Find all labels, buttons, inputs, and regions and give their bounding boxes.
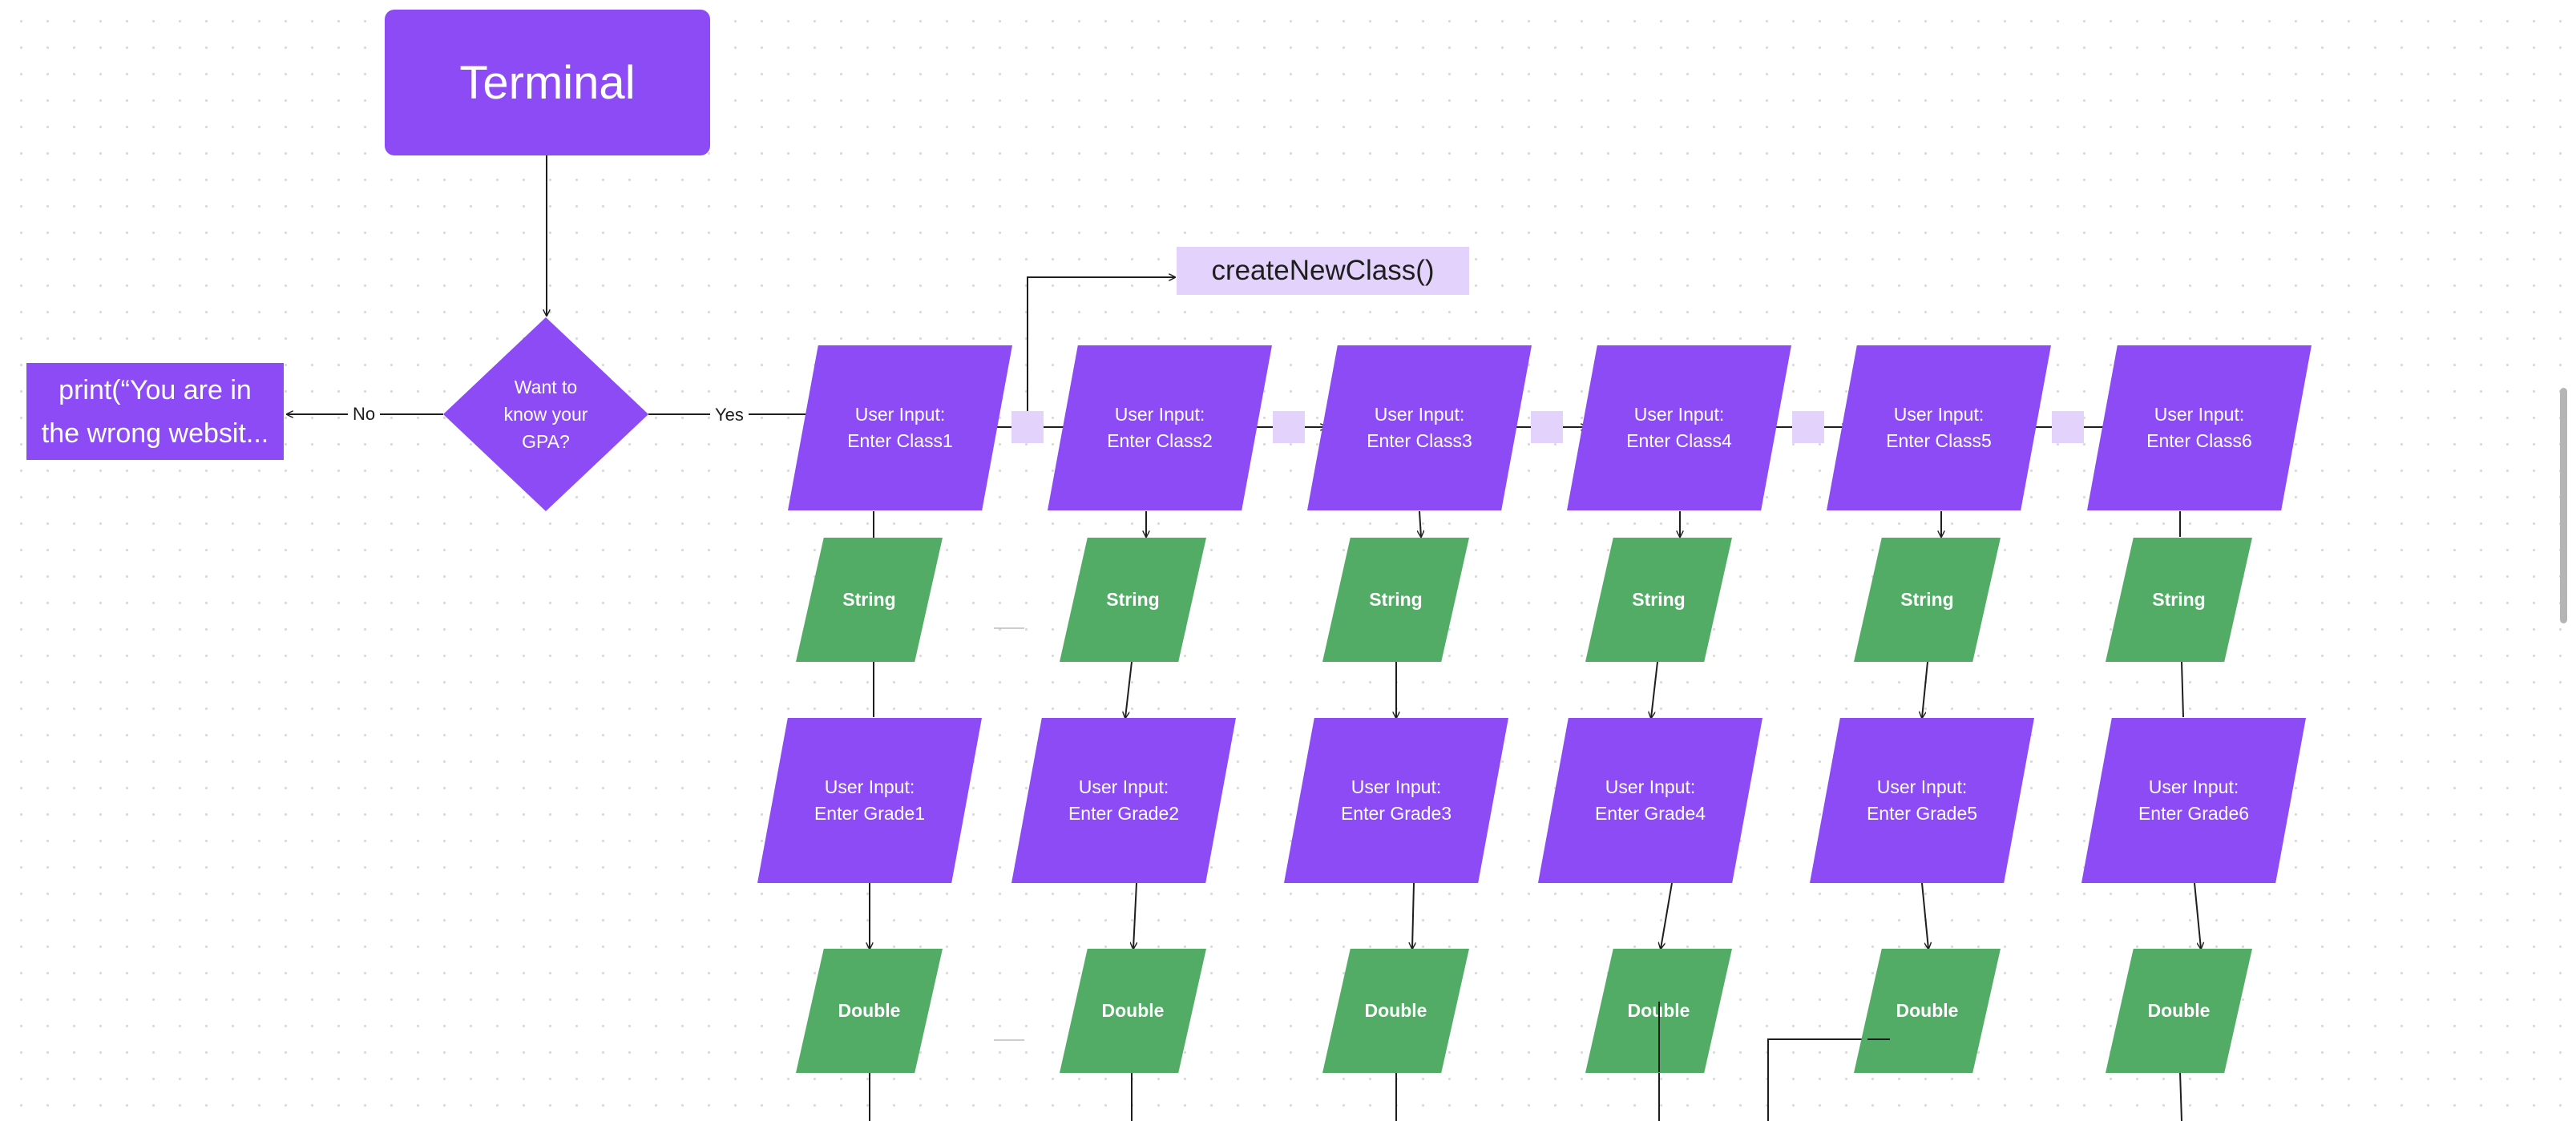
grade-input-4-label: User Input: Enter Grade4	[1594, 776, 1706, 824]
print-label: print(“You are in the wrong websit...	[41, 374, 269, 449]
class-input-5-label: User Input: Enter Class5	[1886, 404, 1992, 451]
grade-input-6-label: User Input: Enter Grade6	[2138, 776, 2250, 824]
class-input-6-label: User Input: Enter Class6	[2146, 404, 2252, 451]
grade-input-1[interactable]: User Input: Enter Grade1	[757, 718, 982, 883]
string-type-2[interactable]: String	[1060, 538, 1206, 662]
double-type-6[interactable]: Double	[2106, 949, 2252, 1073]
double-type-6-label: Double	[2147, 1000, 2211, 1021]
string-type-5-label: String	[1900, 589, 1954, 610]
class-input-3[interactable]: User Input: Enter Class3	[1307, 345, 1532, 510]
string-type-3-label: String	[1369, 589, 1423, 610]
string-type-1-label: String	[842, 589, 896, 610]
string-type-3[interactable]: String	[1322, 538, 1469, 662]
connector-square-3[interactable]	[1531, 411, 1563, 443]
double-type-1-label: Double	[838, 1000, 901, 1021]
vertical-scrollbar[interactable]	[2560, 388, 2567, 623]
string-type-5[interactable]: String	[1854, 538, 2001, 662]
class-input-3-label: User Input: Enter Class3	[1367, 404, 1472, 451]
connector-square-2[interactable]	[1273, 411, 1305, 443]
class-input-4-label: User Input: Enter Class4	[1626, 404, 1732, 451]
class-input-6[interactable]: User Input: Enter Class6	[2087, 345, 2312, 510]
create-new-class-node[interactable]: createNewClass()	[1177, 247, 1469, 295]
connector-square-4[interactable]	[1792, 411, 1824, 443]
double-type-5[interactable]: Double	[1854, 949, 2001, 1073]
grade-input-5-label: User Input: Enter Grade5	[1866, 776, 1978, 824]
terminal-label: Terminal	[459, 56, 636, 109]
double-type-2[interactable]: Double	[1060, 949, 1206, 1073]
double-type-1[interactable]: Double	[796, 949, 943, 1073]
string-type-4-label: String	[1632, 589, 1686, 610]
terminal-node[interactable]: Terminal	[385, 10, 710, 155]
double-type-5-label: Double	[1896, 1000, 1959, 1021]
string-type-6[interactable]: String	[2106, 538, 2252, 662]
no-edge-label: No	[348, 402, 381, 426]
connector-square-1[interactable]	[1011, 411, 1044, 443]
class-input-5[interactable]: User Input: Enter Class5	[1827, 345, 2051, 510]
class-input-2-label: User Input: Enter Class2	[1107, 404, 1213, 451]
class-input-4[interactable]: User Input: Enter Class4	[1567, 345, 1791, 510]
double-type-3-label: Double	[1364, 1000, 1427, 1021]
decision-label: Want to know your GPA?	[503, 377, 588, 452]
yes-edge-label: Yes	[710, 403, 749, 427]
grade-input-6[interactable]: User Input: Enter Grade6	[2081, 718, 2306, 883]
grade-input-2-label: User Input: Enter Grade2	[1068, 776, 1180, 824]
grade-input-2[interactable]: User Input: Enter Grade2	[1011, 718, 1236, 883]
grade-input-5[interactable]: User Input: Enter Grade5	[1810, 718, 2034, 883]
string-type-1[interactable]: String	[796, 538, 943, 662]
string-type-6-label: String	[2152, 589, 2206, 610]
create-new-class-label: createNewClass()	[1211, 255, 1435, 286]
create-class-line	[1027, 277, 1175, 427]
gpa-decision-node[interactable]: Want to know your GPA?	[443, 317, 648, 511]
double-type-3[interactable]: Double	[1322, 949, 1469, 1073]
wrong-website-print-node[interactable]: print(“You are in the wrong websit...	[26, 363, 284, 460]
class-input-1[interactable]: User Input: Enter Class1	[788, 345, 1012, 510]
connector-square-5[interactable]	[2052, 411, 2084, 443]
grade-input-4[interactable]: User Input: Enter Grade4	[1538, 718, 1762, 883]
grade-input-3[interactable]: User Input: Enter Grade3	[1284, 718, 1508, 883]
grade-input-1-label: User Input: Enter Grade1	[814, 776, 926, 824]
class-input-2[interactable]: User Input: Enter Class2	[1048, 345, 1272, 510]
string-type-4[interactable]: String	[1585, 538, 1732, 662]
grade-input-3-label: User Input: Enter Grade3	[1340, 776, 1452, 824]
double-type-2-label: Double	[1101, 1000, 1165, 1021]
class-input-1-label: User Input: Enter Class1	[847, 404, 953, 451]
string-type-2-label: String	[1106, 589, 1160, 610]
